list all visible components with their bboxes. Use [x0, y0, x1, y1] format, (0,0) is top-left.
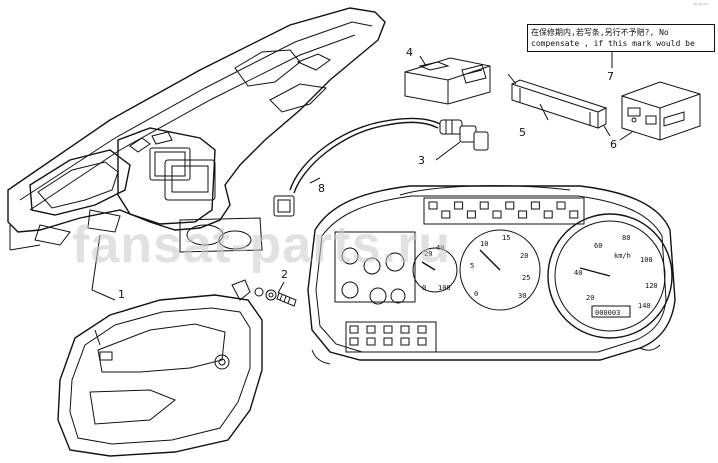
indicator-icon [383, 325, 393, 334]
leader-line-5 [539, 103, 549, 121]
indicator-icon [349, 337, 359, 346]
tacho-tick-20: 20 [520, 252, 528, 260]
indicator-icon [349, 325, 359, 334]
tachometer [459, 229, 541, 311]
leader-line-6 [619, 131, 633, 141]
speedo-tick-80: 80 [622, 234, 630, 242]
leader-line-8 [309, 177, 321, 184]
tacho-tick-5: 5 [470, 262, 474, 270]
corner-mark: ~~~ [693, 1, 709, 8]
tacho-tick-30: 30 [518, 292, 526, 300]
leader-line-3 [435, 141, 461, 161]
cluster-housing-part-1 [57, 279, 263, 457]
warning-light-icon [543, 210, 553, 219]
warning-light-icon [569, 210, 579, 219]
control-box-part-6 [619, 81, 701, 141]
warning-light-icon [441, 210, 451, 219]
callout-numbers: 1 2 3 4 5 6 7 8 [118, 46, 617, 301]
indicator-icon [417, 337, 427, 346]
callout-8: 8 [318, 182, 325, 195]
left-gauge [412, 247, 458, 293]
small-gauge-tick-0: 0 [422, 284, 426, 292]
speedo-tick-40: 40 [574, 269, 582, 277]
speedo-tick-120: 120 [645, 282, 658, 290]
callout-7: 7 [607, 70, 614, 83]
indicator-icon [366, 325, 376, 334]
callout-4: 4 [406, 46, 413, 59]
warning-light-icon [518, 210, 528, 219]
indicator-icon [400, 325, 410, 334]
lower-indicator-row [349, 325, 427, 346]
callout-2: 2 [281, 268, 288, 281]
wiring-harness-part-8 [273, 117, 441, 217]
dashboard-assembly [7, 7, 386, 253]
indicator-icon [366, 337, 376, 346]
indicator-icon [383, 337, 393, 346]
indicator-icon [400, 337, 410, 346]
warning-light-icon [505, 201, 515, 210]
warning-light-icon [454, 201, 464, 210]
small-gauges [341, 247, 406, 305]
callout-6: 6 [610, 138, 617, 151]
small-gauge-tick-100: 100 [438, 284, 451, 292]
tacho-tick-25: 25 [522, 274, 530, 282]
speedo-tick-100: 100 [640, 256, 653, 264]
small-gauge-tick-20: 20 [424, 250, 432, 258]
callout-1: 1 [118, 288, 125, 301]
odometer-value: 000003 [595, 309, 620, 317]
warning-light-icon [466, 210, 476, 219]
indicator-icon [417, 325, 427, 334]
leader-line-4 [419, 55, 427, 67]
relay-strip-part-5 [507, 73, 611, 137]
speedo-tick-140: 140 [638, 302, 651, 310]
speedo-unit: km/h [614, 252, 631, 260]
warning-light-icon [556, 201, 566, 210]
instrument-cluster-front [307, 185, 676, 365]
tacho-tick-10: 10 [480, 240, 488, 248]
gauge-labels: 20 40 60 80 100 120 140 km/h 000003 0 5 … [422, 234, 658, 317]
callout-5: 5 [519, 126, 526, 139]
warranty-notice-label: 在保修期内,若写条,另行不予赔?, No compensate , if thi… [527, 24, 715, 52]
warning-light-icon [530, 201, 540, 210]
module-part-4 [404, 55, 491, 105]
tacho-tick-15: 15 [502, 234, 510, 242]
warning-light-icon [428, 201, 438, 210]
callout-3: 3 [418, 154, 425, 167]
warning-light-icon [492, 210, 502, 219]
watermark: fansat-parts.ru [72, 216, 451, 274]
leader-line-2 [277, 281, 285, 294]
screw-washer-part-2 [254, 281, 297, 307]
small-gauge-tick-40: 40 [436, 244, 444, 252]
warning-light-icon [479, 201, 489, 210]
speedo-tick-60: 60 [594, 242, 602, 250]
speedo-tick-20: 20 [586, 294, 594, 302]
leader-line-1 [91, 234, 116, 301]
tacho-tick-0: 0 [474, 290, 478, 298]
speed-sensor-part-3 [435, 119, 489, 161]
odometer-display [591, 305, 631, 318]
warning-lights-row [428, 201, 579, 219]
speedometer [547, 213, 673, 339]
